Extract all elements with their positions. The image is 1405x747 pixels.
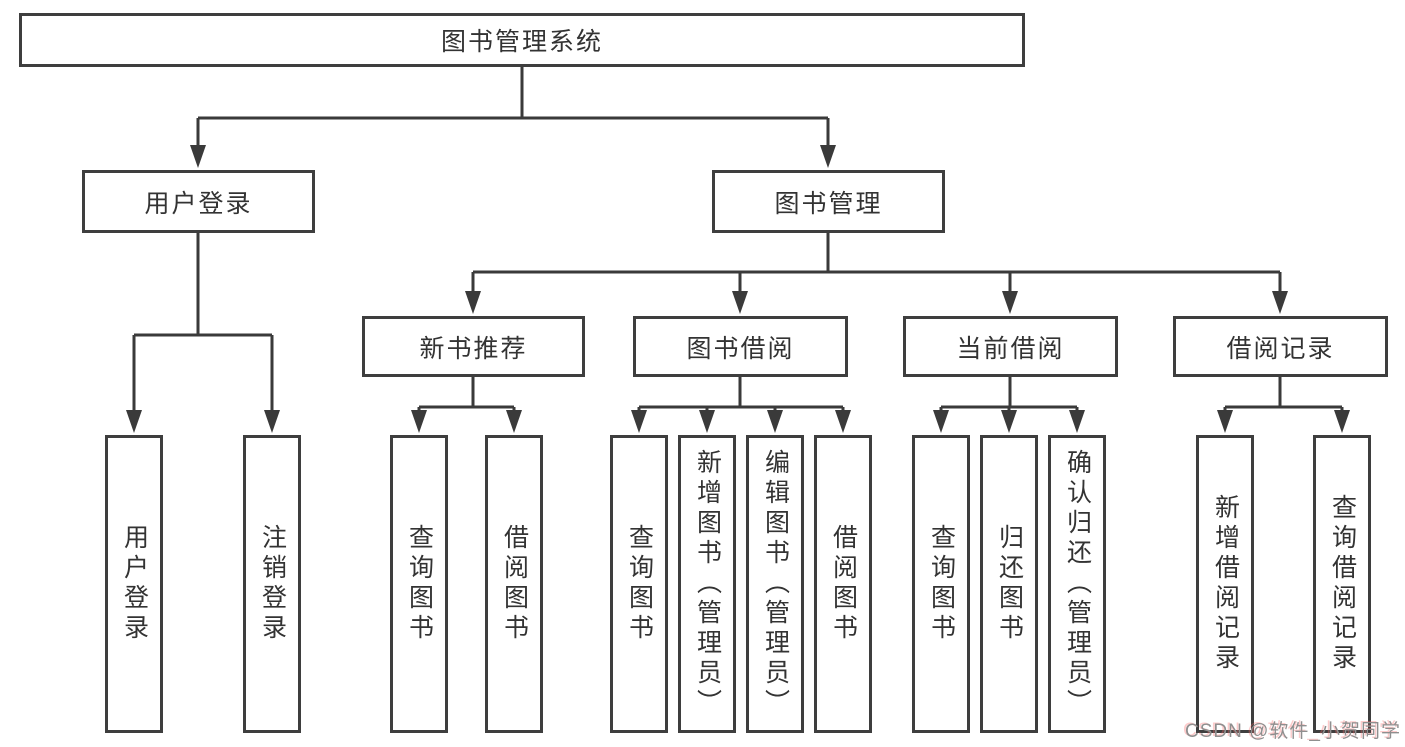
arrowhead (190, 145, 206, 168)
arrowhead (1002, 291, 1018, 314)
arrowhead (820, 145, 836, 168)
leaf-return-books: 归还图书 (980, 435, 1038, 733)
leaf-logout: 注销登录 (243, 435, 301, 733)
node-new-book-recommend: 新书推荐 (362, 316, 585, 377)
leaf-edit-book-admin: 编辑图书（管理员） (746, 435, 804, 733)
arrowhead (835, 410, 851, 433)
leaf-query-borrow-record: 查询借阅记录 (1313, 435, 1371, 733)
connector-book-mgmt-branch (471, 233, 1282, 293)
connector-user-login-branch (132, 233, 274, 412)
leaf-add-borrow-record: 新增借阅记录 (1196, 435, 1254, 733)
arrowhead (933, 410, 949, 433)
node-current-borrow: 当前借阅 (903, 316, 1118, 377)
arrowhead (465, 291, 481, 314)
arrowhead (732, 291, 748, 314)
node-user-login: 用户登录 (82, 170, 315, 233)
leaf-add-book-admin: 新增图书（管理员） (678, 435, 736, 733)
connector-root-to-level2 (196, 67, 830, 147)
arrowhead (264, 410, 280, 433)
node-borrow-records: 借阅记录 (1173, 316, 1388, 377)
leaf-borrow-books: 借阅图书 (814, 435, 872, 733)
leaf-query-books-recommend: 查询图书 (390, 435, 448, 733)
arrowhead (1001, 410, 1017, 433)
arrowhead (699, 410, 715, 433)
arrowhead (126, 410, 142, 433)
arrowhead (767, 410, 783, 433)
arrowhead (506, 410, 522, 433)
arrowhead (631, 410, 647, 433)
leaf-user-login: 用户登录 (105, 435, 163, 733)
leaf-query-books-borrow: 查询图书 (610, 435, 668, 733)
arrowhead (1334, 410, 1350, 433)
node-book-borrow: 图书借阅 (633, 316, 848, 377)
node-library-management-system: 图书管理系统 (19, 13, 1025, 67)
arrowhead (1217, 410, 1233, 433)
leaf-query-books-current: 查询图书 (912, 435, 970, 733)
connector-book-borrow-branch (637, 377, 845, 412)
connector-borrow-record-branch (1223, 377, 1344, 412)
arrowhead (1272, 291, 1288, 314)
leaf-borrow-books-recommend: 借阅图书 (485, 435, 543, 733)
leaf-confirm-return-admin: 确认归还（管理员） (1048, 435, 1106, 733)
node-book-management: 图书管理 (712, 170, 945, 233)
csdn-watermark: CSDN @软件_小贺同学 (1185, 721, 1401, 742)
arrowhead (1069, 410, 1085, 433)
connector-new-book-branch (417, 377, 516, 412)
connector-current-borrow-branch (939, 377, 1079, 412)
arrowhead (411, 410, 427, 433)
